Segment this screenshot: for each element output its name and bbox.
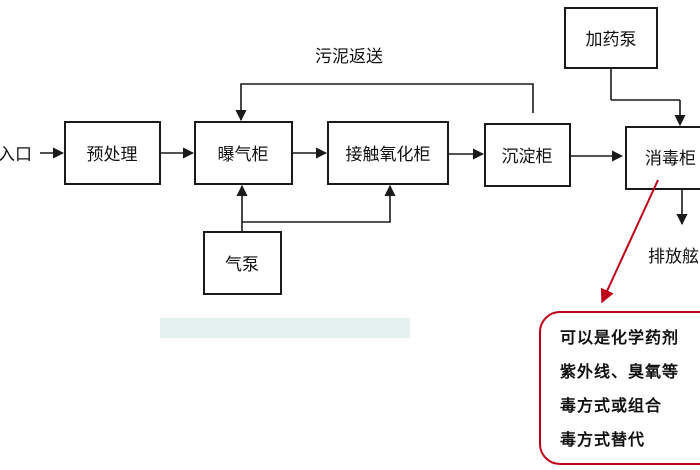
callout-line-4: 毒方式替代	[560, 430, 645, 449]
contact-oxidation-box: 接触氧化柜	[327, 121, 449, 185]
disinfection-tank-box: 消毒柜	[625, 126, 700, 190]
sedimentation-tank-label: 沉淀柜	[502, 147, 553, 167]
dosing-pump-label: 加药泵	[586, 30, 637, 50]
callout-line-1: 可以是化学药剂	[560, 328, 679, 347]
contact-oxidation-label: 接触氧化柜	[346, 145, 431, 165]
pretreatment-label: 预处理	[87, 145, 138, 165]
air-pump-label: 气泵	[225, 255, 259, 275]
background-smear	[160, 318, 410, 338]
callout-line-3: 毒方式或组合	[560, 396, 662, 415]
dosing-pump-box: 加药泵	[564, 7, 658, 69]
aeration-tank-box: 曝气柜	[194, 121, 293, 185]
sludge-return-label: 污泥返送	[315, 47, 383, 67]
callout-line-2: 紫外线、臭氧等	[560, 362, 679, 381]
callout-pointer-arrow	[600, 179, 659, 304]
disinfection-note-callout: 可以是化学药剂 紫外线、臭氧等 毒方式或组合 毒方式替代	[539, 311, 700, 465]
sedimentation-tank-box: 沉淀柜	[484, 123, 571, 187]
aeration-tank-label: 曝气柜	[218, 145, 269, 165]
sludge-return-arrow	[235, 83, 534, 122]
air-to-contact-arrow	[242, 184, 396, 223]
discharge-label: 排放舷	[648, 247, 699, 267]
air-pump-box: 气泵	[203, 231, 282, 295]
disinfection-tank-label: 消毒柜	[645, 149, 696, 169]
inlet-label: 入口	[0, 145, 32, 165]
pretreatment-box: 预处理	[64, 121, 161, 185]
